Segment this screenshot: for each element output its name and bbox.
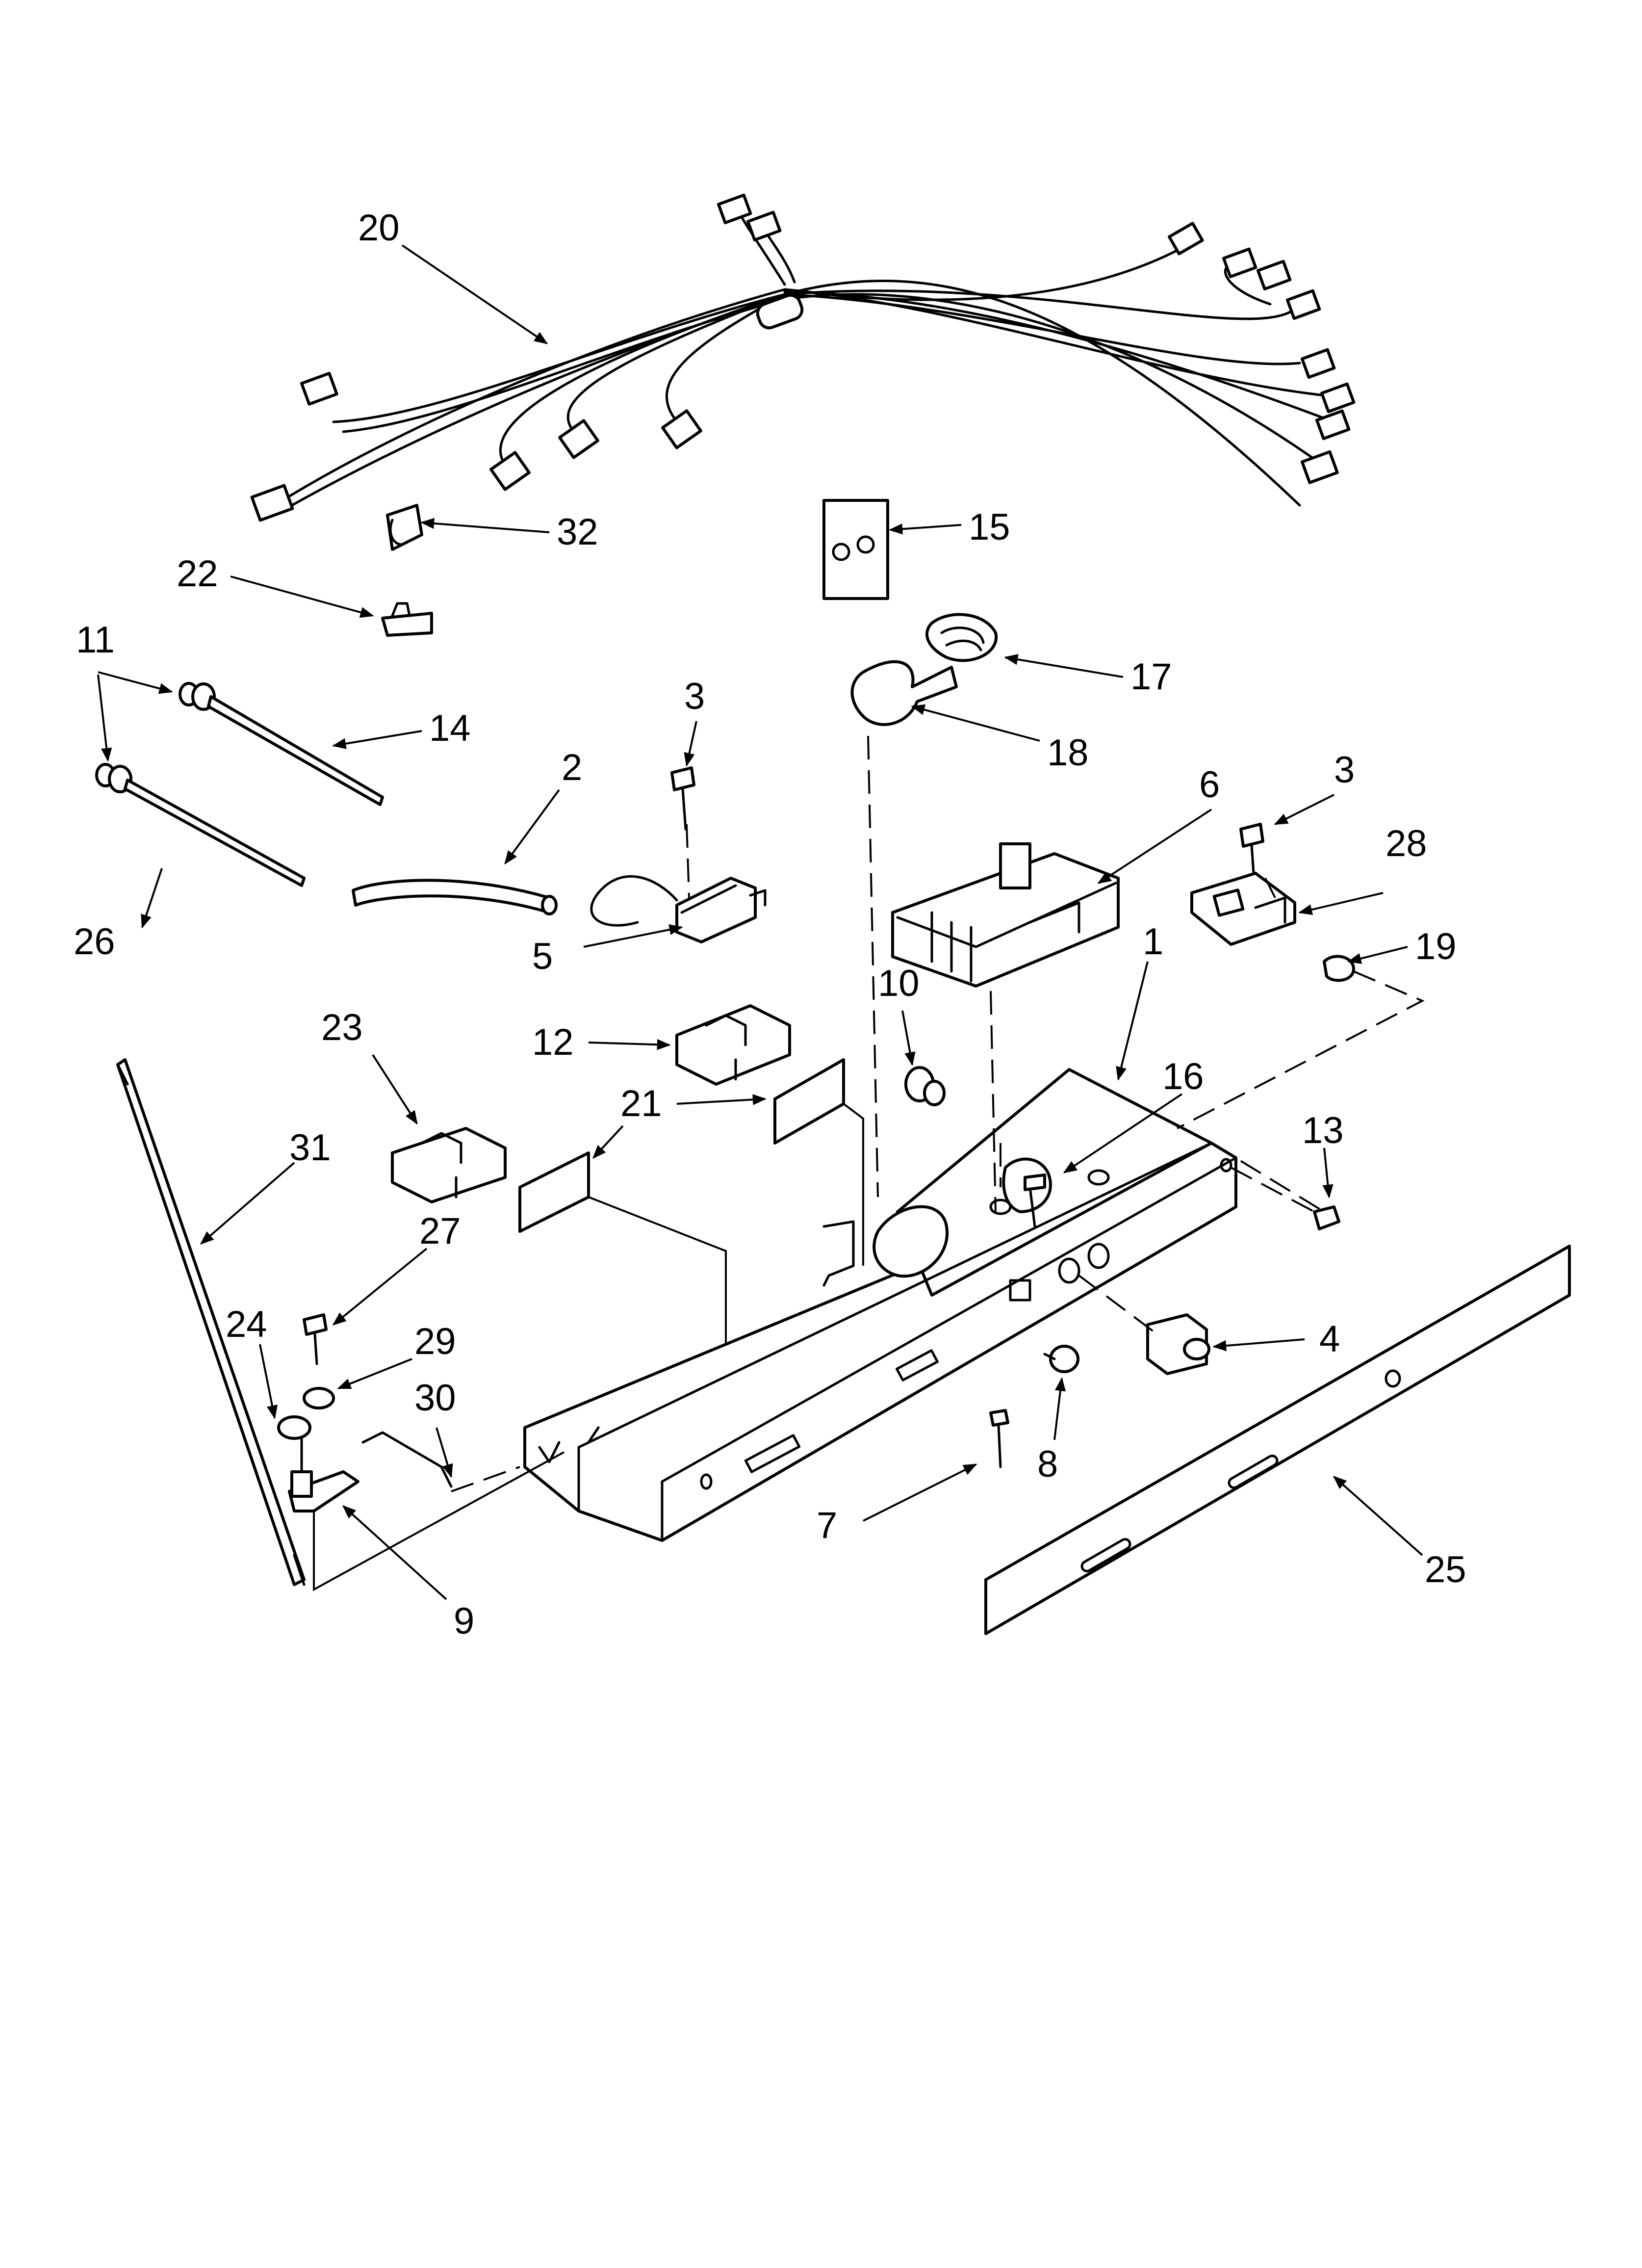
callout-2: 2 xyxy=(562,747,582,788)
callout-30: 30 xyxy=(414,1377,456,1419)
callout-12: 12 xyxy=(532,1021,574,1063)
control-housing-1 xyxy=(523,1068,1237,1542)
button-8 xyxy=(1043,1345,1079,1373)
screw-7 xyxy=(989,1409,1009,1468)
washer-29 xyxy=(303,1387,335,1409)
screw-13 xyxy=(1313,1205,1340,1230)
knob-19 xyxy=(1323,955,1355,982)
callout-25: 25 xyxy=(1425,1549,1466,1590)
screw-16 xyxy=(1024,1173,1046,1228)
callout-leaders xyxy=(97,244,1423,1600)
callout-27: 27 xyxy=(419,1210,461,1252)
control-board-6 xyxy=(891,842,1120,988)
callout-14: 14 xyxy=(429,707,471,749)
callout-7: 7 xyxy=(817,1505,837,1546)
callout-15: 15 xyxy=(969,506,1010,548)
callout-17: 17 xyxy=(1130,656,1172,698)
callout-20: 20 xyxy=(358,207,400,249)
callout-6: 6 xyxy=(1199,764,1220,806)
hinge-9 xyxy=(288,1436,564,1591)
clip-32 xyxy=(386,504,423,551)
label-21 xyxy=(518,1058,864,1423)
callout-13: 13 xyxy=(1302,1110,1344,1151)
callout-19: 19 xyxy=(1415,926,1457,967)
switch-5 xyxy=(590,875,767,943)
callout-31: 31 xyxy=(289,1127,331,1169)
assembly-lines xyxy=(451,735,1425,1492)
callout-18: 18 xyxy=(1047,732,1089,774)
callout-1: 1 xyxy=(1143,921,1163,963)
hose-2 xyxy=(352,879,558,915)
callout-32: 32 xyxy=(557,511,598,553)
callout-28: 28 xyxy=(1385,823,1427,864)
screw-3-right xyxy=(1239,823,1264,875)
tube-14 xyxy=(207,695,384,806)
callout-5: 5 xyxy=(532,936,553,977)
light-bulb-18 xyxy=(850,660,958,726)
callout-23: 23 xyxy=(321,1007,363,1048)
callout-21: 21 xyxy=(620,1083,662,1124)
callout-3-right: 3 xyxy=(1334,749,1355,791)
rod-31 xyxy=(116,1058,306,1586)
cover-plate-15 xyxy=(822,499,889,600)
callout-16: 16 xyxy=(1162,1056,1204,1097)
washer-24 xyxy=(277,1415,311,1440)
clip-30 xyxy=(361,1431,453,1488)
callout-26: 26 xyxy=(74,921,115,963)
callout-29: 29 xyxy=(414,1321,456,1362)
callout-10: 10 xyxy=(878,963,920,1004)
callout-8: 8 xyxy=(1037,1443,1058,1485)
callout-22: 22 xyxy=(177,553,218,595)
callout-24: 24 xyxy=(226,1303,267,1345)
tube-26 xyxy=(124,779,306,887)
bracket-12 xyxy=(675,1004,791,1086)
switch-4 xyxy=(1146,1313,1210,1375)
thermostat-28 xyxy=(1190,872,1296,946)
callout-labels: 20 32 15 22 11 14 17 18 3 2 6 3 28 26 5 … xyxy=(74,207,1466,1642)
screw-3-left xyxy=(670,766,695,831)
wiring-harness xyxy=(250,193,1356,522)
bracket-23 xyxy=(391,1127,507,1203)
grommet-10 xyxy=(904,1066,946,1106)
screw-27 xyxy=(303,1313,328,1365)
callout-4: 4 xyxy=(1319,1318,1340,1360)
callout-9: 9 xyxy=(454,1600,474,1642)
trim-strip-25 xyxy=(984,1245,1571,1635)
callout-11: 11 xyxy=(76,619,115,661)
clip-22 xyxy=(381,602,433,637)
lamp-socket-17 xyxy=(925,613,998,662)
callout-3-left: 3 xyxy=(684,676,705,717)
